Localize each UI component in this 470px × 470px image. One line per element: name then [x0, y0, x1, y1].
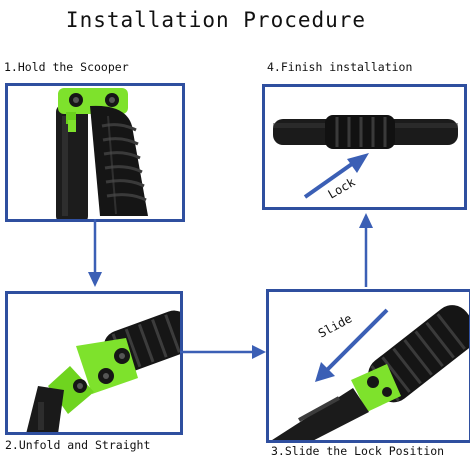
step-1-label: 1.Hold the Scooper	[4, 60, 129, 74]
step-3-label: 3.Slide the Lock Position	[271, 444, 445, 458]
step-2-panel	[5, 291, 183, 435]
page-title: Installation Procedure	[65, 8, 367, 32]
folded-handle-illustration	[56, 88, 148, 219]
unfolding-handle-illustration	[26, 310, 180, 432]
step-4-panel: Lock	[262, 84, 467, 210]
step-1-panel	[5, 83, 185, 222]
step-2-label: 2.Unfold and Straight	[5, 438, 151, 452]
arrow-down-icon	[88, 219, 102, 287]
arrow-right-icon	[180, 345, 266, 359]
step-3-panel: Slide	[266, 289, 470, 443]
step-4-label: 4.Finish installation	[267, 60, 413, 74]
arrow-up-icon	[359, 213, 373, 287]
locked-pole-illustration: Lock	[273, 115, 458, 202]
slide-annotation: Slide	[316, 311, 354, 340]
slide-lock-illustration: Slide	[272, 305, 469, 440]
